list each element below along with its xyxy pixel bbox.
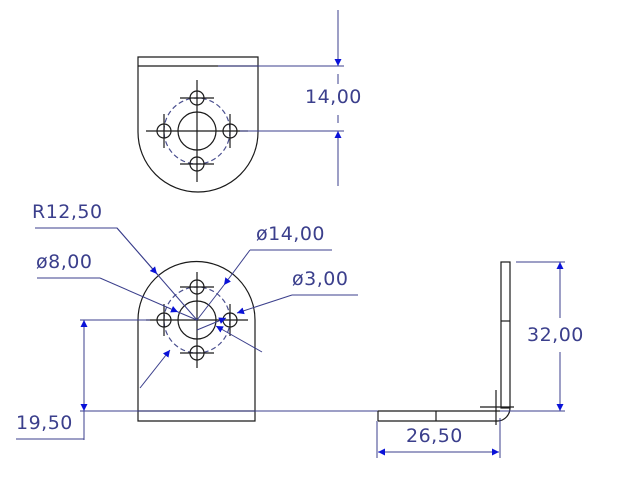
side-view [377, 261, 514, 425]
bend [497, 407, 511, 422]
dim-19-5-label: 19,50 [16, 412, 73, 434]
dim-14-lines [218, 10, 344, 186]
dia-14-label: ø14,00 [256, 223, 326, 245]
front-view-leaders [16, 227, 378, 440]
dia-3-label: ø3,00 [292, 268, 349, 290]
top-view [137, 56, 259, 193]
top-view-outline [137, 56, 259, 193]
dim-14-label: 14,00 [305, 86, 362, 108]
front-view [137, 260, 256, 422]
dia-8-label: ø8,00 [36, 251, 93, 273]
front-view-outline [137, 260, 256, 422]
dim-32-label: 32,00 [527, 324, 584, 346]
side-view-dimensions [376, 261, 565, 458]
horizontal-leg [377, 410, 500, 422]
vertical-leg [500, 261, 511, 409]
dim-26-5-label: 26,50 [406, 425, 463, 447]
radius-12-5-label: R12,50 [32, 201, 103, 223]
